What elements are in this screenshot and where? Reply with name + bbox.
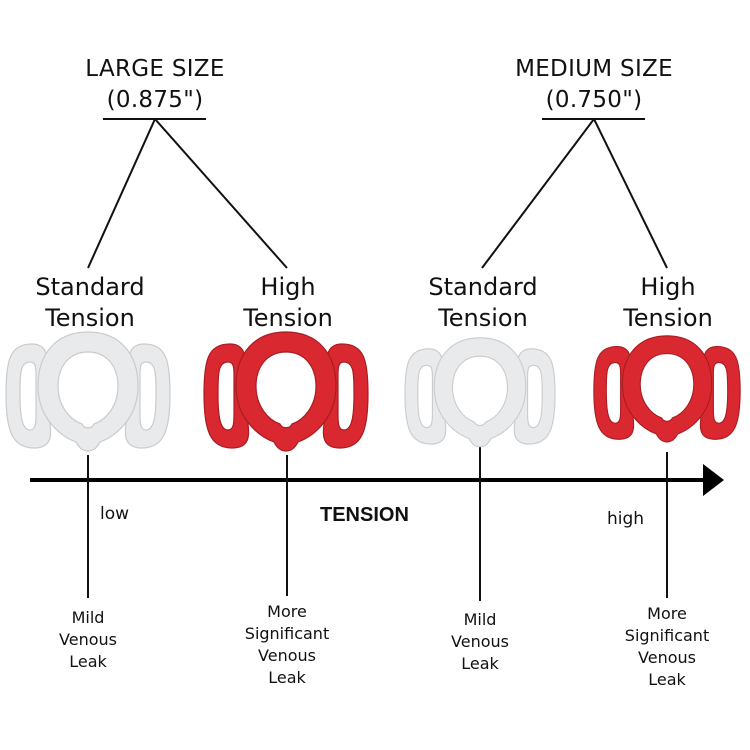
medium-to-high-connector — [593, 118, 668, 269]
tension-axis-arrowhead — [703, 464, 724, 496]
large-to-standard-connector — [87, 118, 156, 269]
axis-title: TENSION — [320, 504, 409, 526]
axis-high-label: high — [607, 509, 645, 529]
ring-large-high — [203, 331, 369, 452]
tension-label-medium-high: High Tension — [598, 272, 738, 334]
leak-line: Venous — [59, 630, 117, 649]
leak-line: Mild — [463, 610, 497, 629]
leak-desc-large-standard: Mild Venous Leak — [38, 607, 138, 673]
tension-label-line: Standard — [428, 273, 538, 301]
size-value: (0.750") — [545, 87, 643, 113]
medium-size-heading: MEDIUM SIZE (0.750") — [494, 54, 694, 116]
leak-line: Venous — [638, 648, 696, 667]
tension-label-line: Tension — [243, 304, 333, 332]
tension-label-medium-standard: Standard Tension — [413, 272, 553, 334]
size-name: LARGE SIZE — [85, 56, 225, 82]
tension-label-large-standard: Standard Tension — [20, 272, 160, 334]
tension-label-line: Tension — [623, 304, 713, 332]
tension-label-large-high: High Tension — [218, 272, 358, 334]
leak-desc-medium-high: More Significant Venous Leak — [607, 603, 727, 691]
tension-label-line: High — [640, 273, 696, 301]
leak-line: More — [647, 604, 687, 623]
size-name: MEDIUM SIZE — [515, 56, 673, 82]
leak-line: Venous — [451, 632, 509, 651]
ring-medium-high — [593, 335, 741, 443]
size-value: (0.875") — [106, 87, 204, 113]
leak-line: Significant — [244, 624, 330, 643]
ring-medium-standard — [404, 337, 556, 448]
leak-line: Mild — [71, 608, 105, 627]
ring-large-standard — [5, 331, 171, 452]
leak-line: Leak — [648, 670, 686, 689]
leak-desc-large-high: More Significant Venous Leak — [227, 601, 347, 689]
medium-to-standard-connector — [481, 118, 595, 269]
leak-desc-medium-standard: Mild Venous Leak — [430, 609, 530, 675]
tension-label-line: Tension — [438, 304, 528, 332]
leak-line: Venous — [258, 646, 316, 665]
leak-line: Leak — [268, 668, 306, 687]
large-to-high-connector — [154, 118, 288, 269]
tension-label-line: High — [260, 273, 316, 301]
leak-line: Significant — [624, 626, 710, 645]
tension-label-line: Standard — [35, 273, 145, 301]
leak-line: Leak — [69, 652, 107, 671]
tension-label-line: Tension — [45, 304, 135, 332]
leak-line: Leak — [461, 654, 499, 673]
axis-low-label: low — [100, 504, 130, 524]
leak-line: More — [267, 602, 307, 621]
large-size-heading: LARGE SIZE (0.875") — [55, 54, 255, 116]
